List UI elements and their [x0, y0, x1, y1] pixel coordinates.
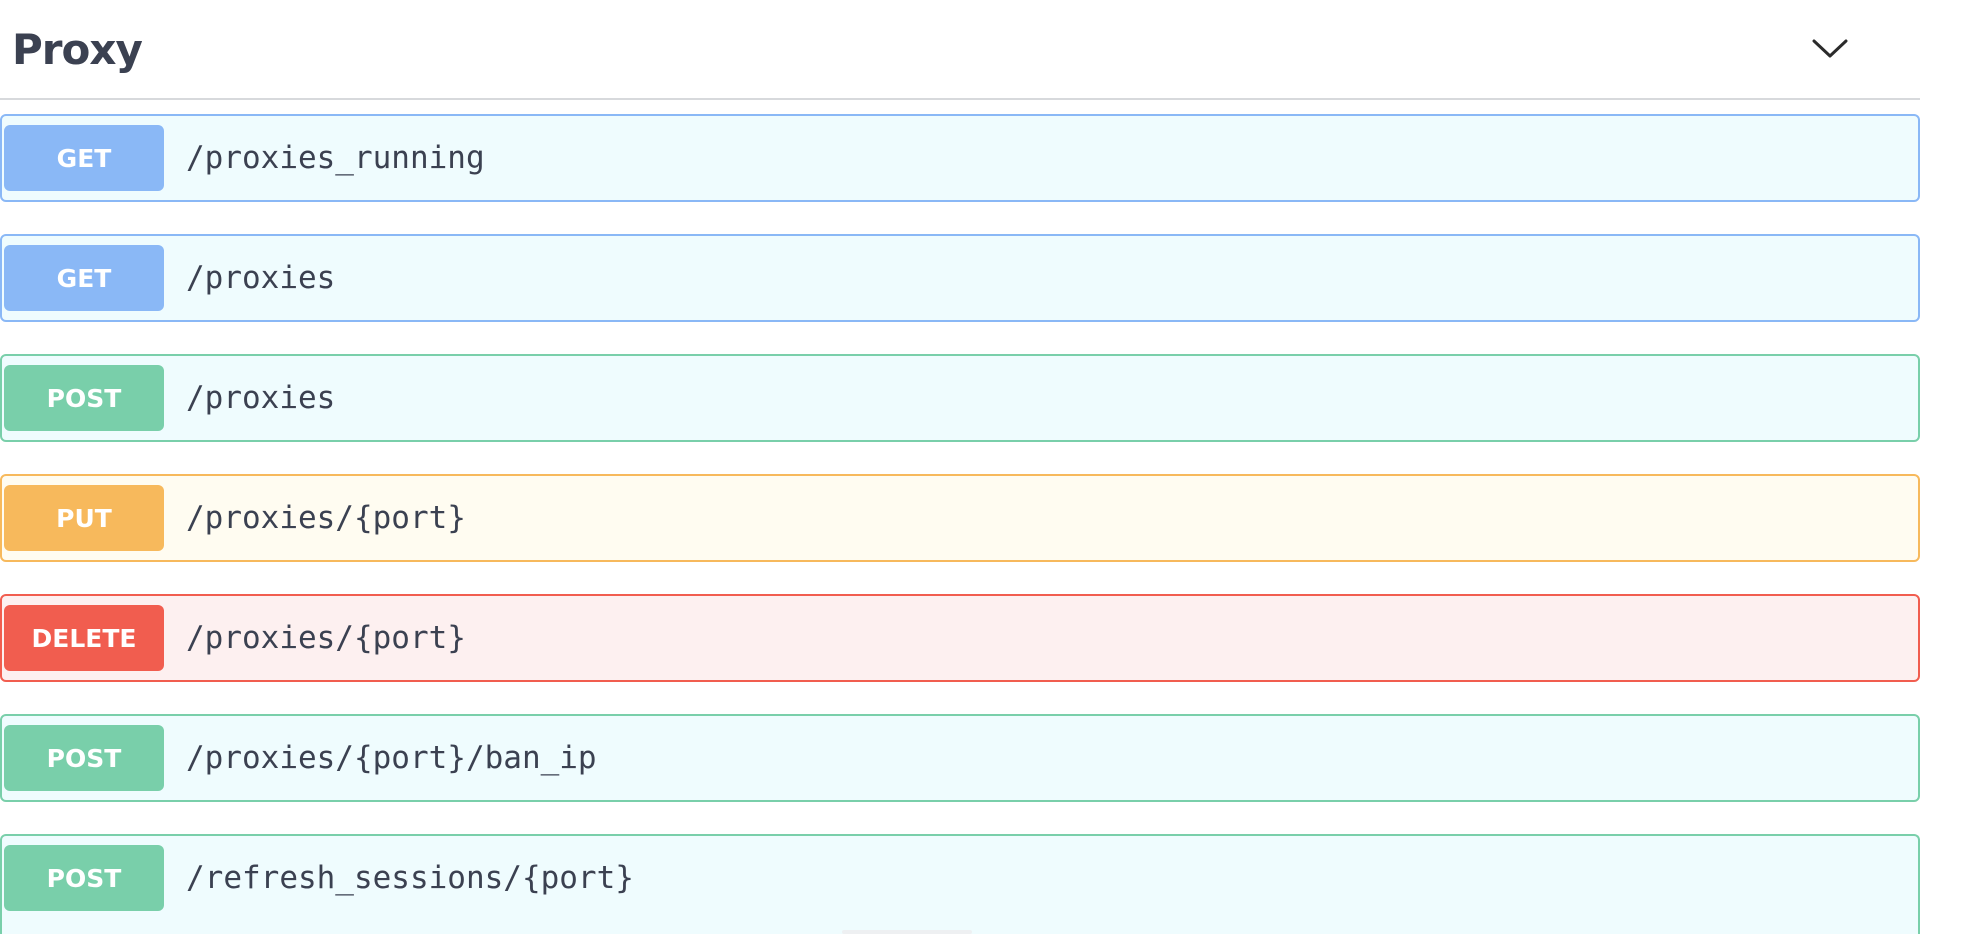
method-badge: PUT [4, 485, 164, 551]
operation-path: /refresh_sessions/{port} [186, 860, 634, 896]
method-badge: POST [4, 725, 164, 791]
operation-path: /proxies_running [186, 140, 485, 176]
method-badge: GET [4, 125, 164, 191]
method-badge: POST [4, 365, 164, 431]
operations-list: GET /proxies_running GET /proxies POST /… [0, 114, 1920, 934]
operation-path: /proxies/{port} [186, 620, 466, 656]
operation-row[interactable]: POST /proxies [0, 354, 1920, 442]
operation-path: /proxies [186, 260, 336, 296]
method-badge: POST [4, 845, 164, 911]
operation-path: /proxies/{port}/ban_ip [186, 740, 597, 776]
operation-row[interactable]: POST /proxies/{port}/ban_ip [0, 714, 1920, 802]
method-badge: GET [4, 245, 164, 311]
operation-row[interactable]: POST /refresh_sessions/{port} [0, 834, 1920, 934]
operation-row[interactable]: DELETE /proxies/{port} [0, 594, 1920, 682]
operation-row[interactable]: GET /proxies [0, 234, 1920, 322]
chevron-down-icon[interactable] [1800, 19, 1860, 79]
operation-path: /proxies/{port} [186, 500, 466, 536]
scroll-handle [842, 930, 972, 934]
method-badge: DELETE [4, 605, 164, 671]
operation-row[interactable]: PUT /proxies/{port} [0, 474, 1920, 562]
operation-row[interactable]: GET /proxies_running [0, 114, 1920, 202]
section-title: Proxy [12, 24, 143, 74]
section-header-proxy[interactable]: Proxy [0, 0, 1920, 100]
operation-path: /proxies [186, 380, 336, 416]
